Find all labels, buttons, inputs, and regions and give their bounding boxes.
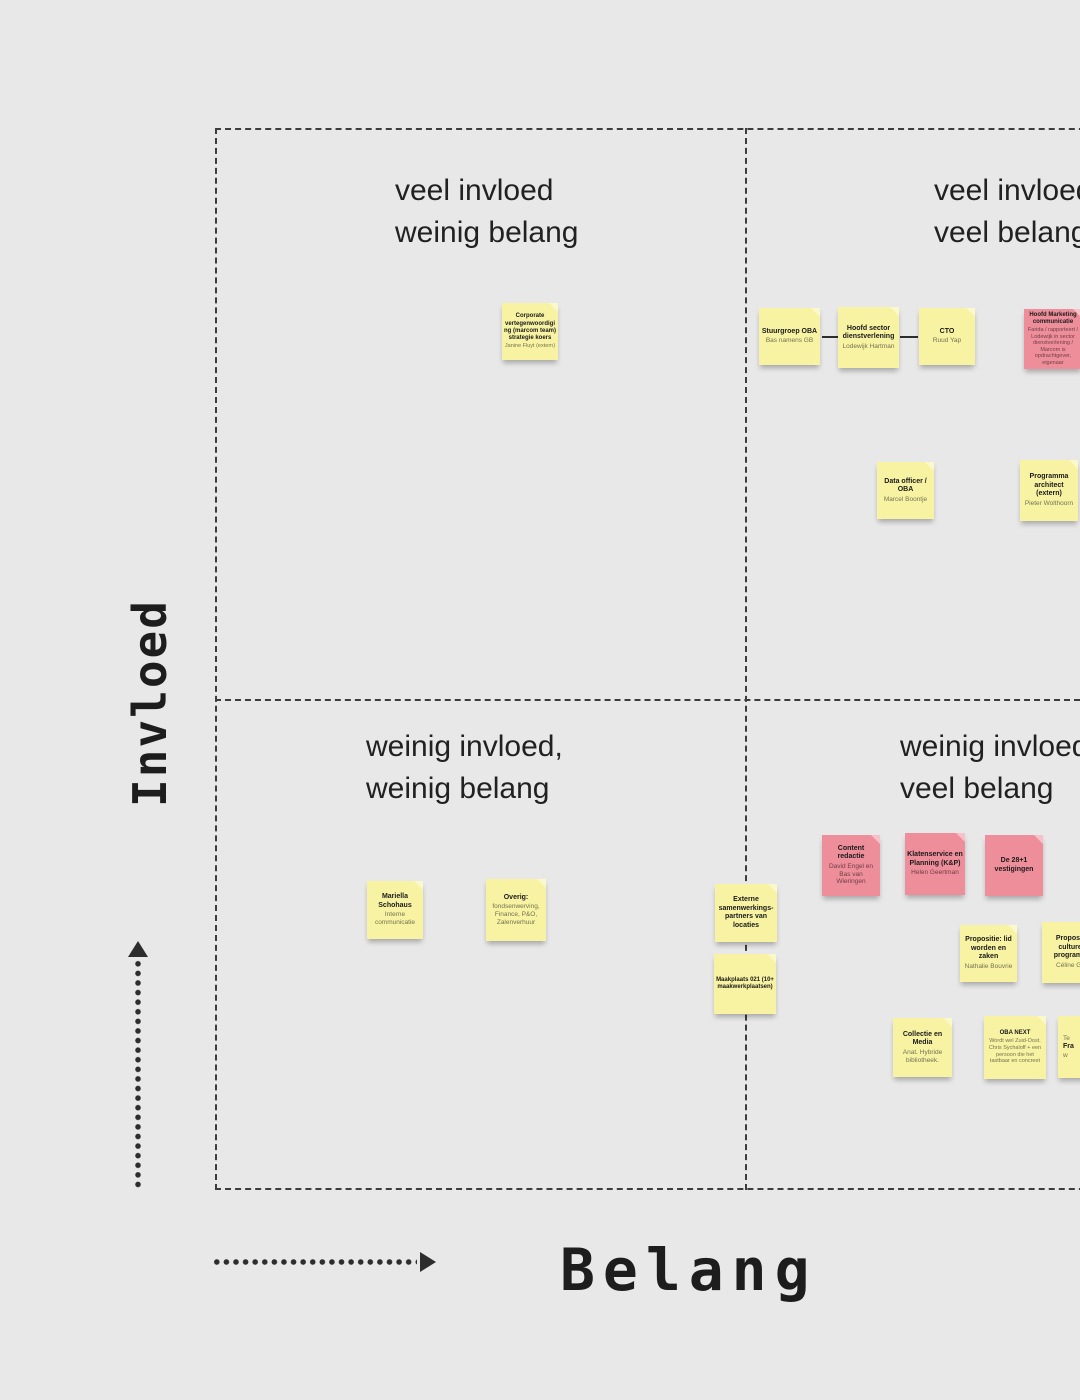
sticky-text-fragment: Te: [1063, 1034, 1070, 1042]
quadrant-label-bottom-left: weinig invloed, weinig belang: [366, 726, 563, 810]
sticky-programma-architect[interactable]: Programma architect (extern) Pieter Wolt…: [1020, 460, 1078, 521]
connector-hoofdsector-cto: [900, 336, 918, 338]
sticky-title: Overig:: [503, 893, 529, 901]
sticky-subtitle: fondsenwerving, Finance, P&O, Zalenverhu…: [492, 903, 540, 926]
y-axis-label: Invloed: [123, 599, 177, 807]
quadrant-label-line: weinig belang: [395, 216, 579, 249]
sticky-title: Corporate vertegenwoordiging (marcom tea…: [504, 313, 557, 341]
y-axis-dotted-arrow: [134, 959, 142, 1189]
x-axis-arrowhead-icon: [420, 1252, 436, 1272]
sticky-subtitle: Janine Fluyt (extern): [504, 343, 556, 350]
sticky-subtitle: David Engel en Bas van Wieringen: [828, 862, 874, 886]
sticky-hoofd-sector-dienstverlening[interactable]: Hoofd sector dienstverlening Lodewijk Ha…: [838, 307, 899, 368]
sticky-title: CTO: [939, 327, 955, 335]
sticky-clipped-right[interactable]: Te Fra w: [1058, 1016, 1080, 1078]
sticky-text-fragment: w: [1063, 1052, 1068, 1060]
matrix-vertical-divider: [745, 128, 747, 1190]
sticky-subtitle: Lodewijk Hartman: [842, 342, 895, 350]
sticky-propositie-lid-worden[interactable]: Propositie: lid worden en zaken Nathalie…: [960, 925, 1017, 982]
connector-stuurgroep-hoofdsector: [822, 336, 838, 338]
sticky-content-redactie[interactable]: Content redactie David Engel en Bas van …: [822, 835, 880, 896]
sticky-data-officer-oba[interactable]: Data officer / OBA Marcel Boontje: [877, 462, 934, 519]
sticky-klantenservice-planning[interactable]: Klatenservice en Planning (K&P) Helen Ge…: [905, 833, 965, 895]
sticky-subtitle: Wordt wel Zuid-Oost. Chris Sychaloff + e…: [988, 1038, 1042, 1065]
sticky-title: Maakplaats 021 (10+ maakwerkplaatsen): [716, 976, 774, 990]
quadrant-label-line: veel invloed: [934, 174, 1080, 207]
sticky-subtitle: Pieter Wolthoorn: [1024, 499, 1074, 507]
sticky-title: Data officer / OBA: [884, 477, 927, 494]
sticky-maakplaats-021[interactable]: Maakplaats 021 (10+ maakwerkplaatsen): [714, 954, 776, 1014]
sticky-subtitle: Helen Geertman: [911, 869, 959, 877]
sticky-title: Hoofd Marketing communicatie: [1029, 311, 1077, 325]
sticky-title: Fra: [1063, 1042, 1074, 1050]
sticky-propositie-culturele-programmering[interactable]: Propositie culturele programme Céline Ga…: [1042, 922, 1080, 983]
x-axis-label: Belang: [560, 1236, 818, 1304]
quadrant-label-line: veel invloed: [395, 174, 554, 207]
sticky-title: Propositie: lid worden en zaken: [965, 936, 1012, 961]
sticky-title: OBA NEXT: [999, 1030, 1031, 1037]
sticky-title: Propositie culturele programme: [1053, 935, 1080, 960]
sticky-cto[interactable]: CTO Ruud Yap: [919, 308, 975, 365]
sticky-overig[interactable]: Overig: fondsenwerving, Finance, P&O, Za…: [486, 879, 546, 941]
sticky-title: Hoofd sector dienstverlening: [842, 324, 895, 341]
sticky-subtitle: Anat. Hybride bibliotheek.: [902, 1048, 943, 1064]
matrix-border: [215, 128, 1080, 1190]
sticky-title: Programma architect (extern): [1029, 473, 1069, 498]
sticky-subtitle: Bas namens GB: [765, 337, 814, 345]
sticky-title: Collectie en Media: [902, 1030, 943, 1047]
sticky-mariella-schohaus[interactable]: Mariella Schohaus Interne communicatie: [367, 881, 423, 939]
quadrant-label-line: veel belang: [934, 216, 1080, 249]
quadrant-label-line: weinig invloed: [900, 730, 1080, 763]
quadrant-label-line: veel belang: [900, 772, 1054, 805]
sticky-title: Stuurgroep OBA: [761, 327, 818, 335]
quadrant-label-top-left: veel invloed weinig belang: [395, 170, 578, 254]
sticky-subtitle: Ruud Yap: [932, 337, 962, 345]
sticky-stuurgroep-oba[interactable]: Stuurgroep OBA Bas namens GB: [759, 308, 820, 365]
sticky-title: Klatenservice en Planning (K&P): [907, 851, 963, 867]
sticky-hoofd-marketing-communicatie[interactable]: Hoofd Marketing communicatie Farida / ra…: [1024, 309, 1080, 369]
sticky-title: De 28+1 vestigingen: [994, 857, 1034, 873]
quadrant-label-line: weinig invloed,: [366, 730, 563, 763]
sticky-externe-samenwerkingspartners[interactable]: Externe samenwerkings-partners van locat…: [715, 884, 777, 942]
sticky-oba-next[interactable]: OBA NEXT Wordt wel Zuid-Oost. Chris Sych…: [984, 1016, 1046, 1079]
sticky-subtitle: Céline Gala: [1056, 961, 1080, 969]
sticky-subtitle: Nathalie Bouvrie: [964, 962, 1013, 970]
quadrant-label-top-right: veel invloed veel belang: [934, 170, 1080, 254]
sticky-subtitle: Marcel Boontje: [883, 495, 928, 503]
quadrant-label-line: weinig belang: [366, 772, 550, 805]
y-axis-arrowhead-icon: [128, 941, 148, 957]
sticky-corporate-vertegenwoordiging[interactable]: Corporate vertegenwoordiging (marcom tea…: [502, 303, 558, 360]
sticky-title: Content redactie: [837, 844, 865, 861]
sticky-collectie-en-media[interactable]: Collectie en Media Anat. Hybride bibliot…: [893, 1018, 952, 1077]
x-axis-dotted-arrow: [212, 1258, 417, 1266]
matrix-horizontal-divider: [215, 699, 1080, 701]
sticky-title: Externe samenwerkings-partners van locat…: [718, 896, 774, 929]
sticky-subtitle: Interne communicatie: [374, 911, 416, 926]
sticky-de-28-plus-1-vestigingen[interactable]: De 28+1 vestigingen: [985, 835, 1043, 896]
quadrant-label-bottom-right: weinig invloed veel belang: [900, 726, 1080, 810]
sticky-subtitle: Farida / rapporteert / Lodewijk in secto…: [1027, 326, 1079, 366]
sticky-title: Mariella Schohaus: [378, 893, 412, 909]
